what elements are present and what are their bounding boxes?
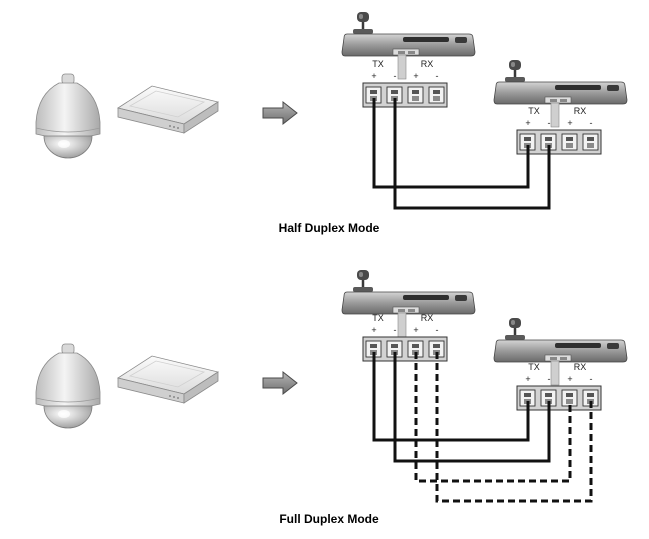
wire-tx-plus xyxy=(372,352,530,442)
full-duplex-panel: TX RX + - + - TX RX + - + - Full Duplex … xyxy=(35,268,629,526)
cable-connector xyxy=(550,360,560,386)
rx-label: RX xyxy=(421,313,434,323)
terminal-sign: - xyxy=(548,374,551,384)
terminal-sign: + xyxy=(371,71,376,81)
arrow-right-icon xyxy=(262,101,298,125)
half-duplex-caption: Half Duplex Mode xyxy=(279,221,380,235)
terminal-sign: - xyxy=(590,374,593,384)
terminal-block xyxy=(516,385,602,411)
dvr-recorder-icon xyxy=(117,355,219,404)
terminal-sign: + xyxy=(525,118,530,128)
rx-label: RX xyxy=(574,106,587,116)
rx-label: RX xyxy=(421,59,434,69)
tx-label: TX xyxy=(372,313,384,323)
terminal-sign: - xyxy=(394,325,397,335)
wire-rx-plus xyxy=(414,352,572,483)
terminal-sign: + xyxy=(371,325,376,335)
keyboard-controller-icon xyxy=(492,58,629,106)
dome-camera-icon xyxy=(35,343,101,429)
half-duplex-panel: TX RX + - + - TX RX + - + - Half Duplex … xyxy=(35,10,629,235)
terminal-sign: + xyxy=(525,374,530,384)
keyboard-controller-icon xyxy=(492,316,629,364)
terminal-sign: + xyxy=(567,118,572,128)
wire-tx-minus xyxy=(393,98,551,210)
tx-label: TX xyxy=(372,59,384,69)
terminal-sign: + xyxy=(413,71,418,81)
wire-tx-plus xyxy=(372,98,530,189)
terminal-sign: - xyxy=(436,71,439,81)
keyboard-controller-icon xyxy=(340,10,477,58)
cable-connector xyxy=(397,312,407,338)
terminal-block xyxy=(516,129,602,155)
full-duplex-caption: Full Duplex Mode xyxy=(279,512,379,526)
keyboard-controller-icon xyxy=(340,268,477,316)
tx-label: TX xyxy=(528,362,540,372)
terminal-sign: - xyxy=(436,325,439,335)
terminal-sign: + xyxy=(567,374,572,384)
arrow-right-icon xyxy=(262,371,298,395)
wire-tx-minus xyxy=(393,352,551,463)
tx-label: TX xyxy=(528,106,540,116)
cable-connector xyxy=(550,102,560,128)
wire-rx-minus xyxy=(435,352,593,503)
dome-camera-icon xyxy=(35,73,101,159)
terminal-sign: - xyxy=(548,118,551,128)
terminal-block xyxy=(362,82,448,108)
terminal-sign: + xyxy=(413,325,418,335)
rx-label: RX xyxy=(574,362,587,372)
dvr-recorder-icon xyxy=(117,85,219,134)
terminal-sign: - xyxy=(590,118,593,128)
cable-connector xyxy=(397,54,407,80)
terminal-sign: - xyxy=(394,71,397,81)
terminal-block xyxy=(362,336,448,362)
